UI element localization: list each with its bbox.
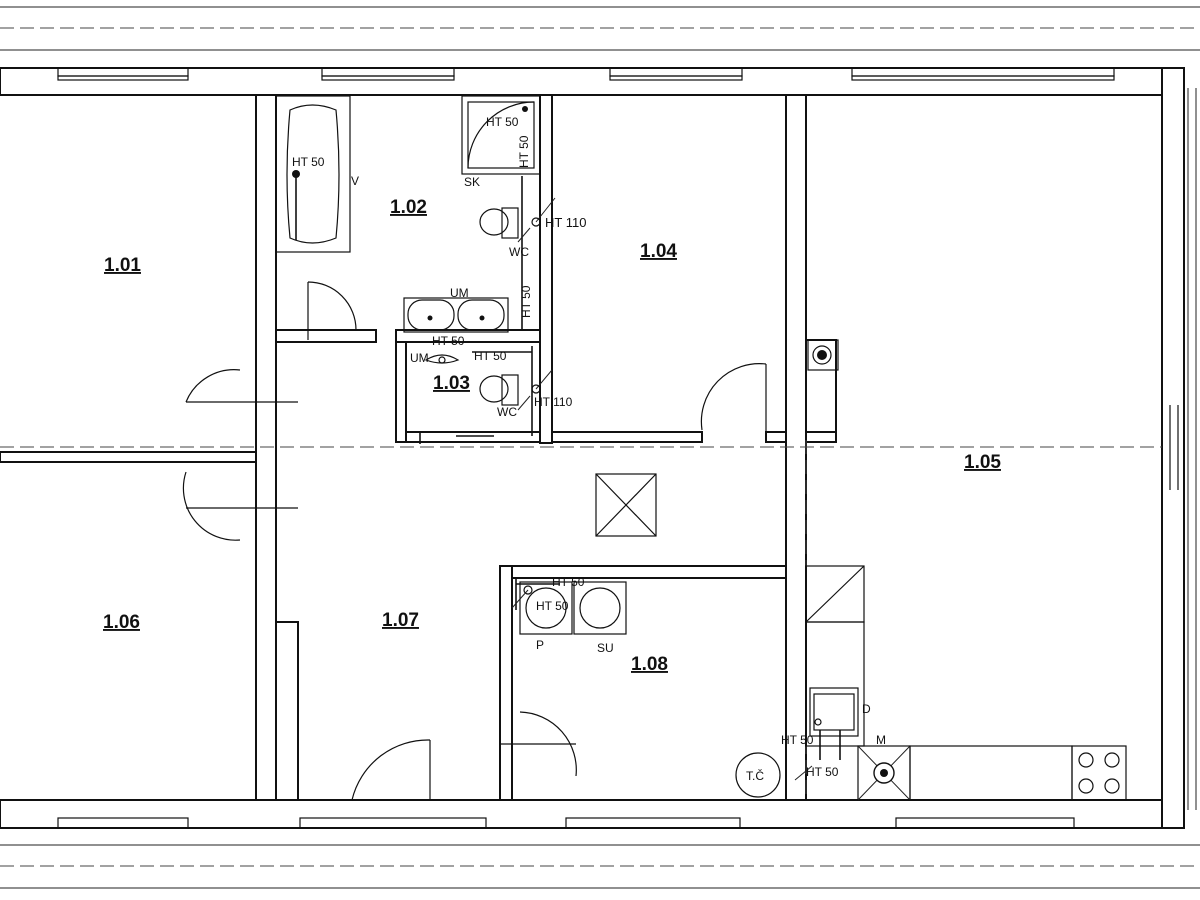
laundry-pipe-label: HT 50 bbox=[552, 575, 585, 589]
heat-pump bbox=[735, 752, 781, 798]
wc-1 bbox=[479, 176, 556, 330]
room-label-1-07: 1.07 bbox=[382, 610, 419, 631]
small-washbasin-drain-label: HT 50 bbox=[432, 334, 465, 348]
room-label-1-01: 1.01 bbox=[104, 255, 141, 276]
wc-room-fixtures bbox=[419, 346, 553, 444]
boiler bbox=[807, 339, 839, 371]
stack-label: HT 50 bbox=[519, 285, 533, 318]
kitchen bbox=[794, 565, 1127, 801]
room-label-1-03: 1.03 bbox=[433, 373, 470, 394]
doors bbox=[182, 281, 767, 801]
shower-drain-label: HT 50 bbox=[486, 115, 519, 129]
bathtub-label: V bbox=[351, 174, 359, 188]
dryer-drain-label: HT 50 bbox=[536, 599, 569, 613]
washbasin-label: UM bbox=[450, 286, 469, 300]
bathtub bbox=[275, 95, 351, 253]
exterior-wall-top bbox=[0, 67, 1163, 96]
shower-stack-label: HT 50 bbox=[517, 135, 531, 168]
wc-room-pipe-label: HT 50 bbox=[474, 349, 507, 363]
wc2-label: WC bbox=[497, 405, 517, 419]
exterior-wall-bottom bbox=[0, 799, 1163, 829]
double-washbasin bbox=[403, 297, 509, 333]
room-label-1-08: 1.08 bbox=[631, 654, 668, 675]
kitchen-drain-label-2: HT 50 bbox=[806, 765, 839, 779]
kitchen-drain-label-1: HT 50 bbox=[781, 733, 814, 747]
dishwasher-label: D bbox=[862, 702, 871, 716]
wc1-stack-label: HT 110 bbox=[545, 215, 586, 230]
room-label-1-04: 1.04 bbox=[640, 241, 677, 262]
exterior-wall-right bbox=[1161, 67, 1197, 829]
sink-label: M bbox=[876, 733, 886, 747]
shower-label: SK bbox=[464, 175, 480, 189]
room-label-1-02: 1.02 bbox=[390, 197, 427, 218]
bath-drain-label: HT 50 bbox=[292, 155, 325, 169]
washer-label: SU bbox=[597, 641, 614, 655]
laundry-appliances bbox=[511, 578, 627, 635]
room-label-1-06: 1.06 bbox=[103, 612, 140, 633]
wc1-label: WC bbox=[509, 245, 529, 259]
room-label-1-05: 1.05 bbox=[964, 452, 1001, 473]
skylight-opening bbox=[595, 473, 657, 537]
roof-overhang-outline bbox=[0, 6, 1200, 889]
wc2-stack-label: HT 110 bbox=[534, 395, 573, 409]
shower bbox=[461, 95, 541, 175]
dryer-label: P bbox=[536, 638, 544, 652]
heat-pump-label: T.Č bbox=[746, 768, 764, 783]
small-washbasin-label: UM bbox=[410, 351, 429, 365]
